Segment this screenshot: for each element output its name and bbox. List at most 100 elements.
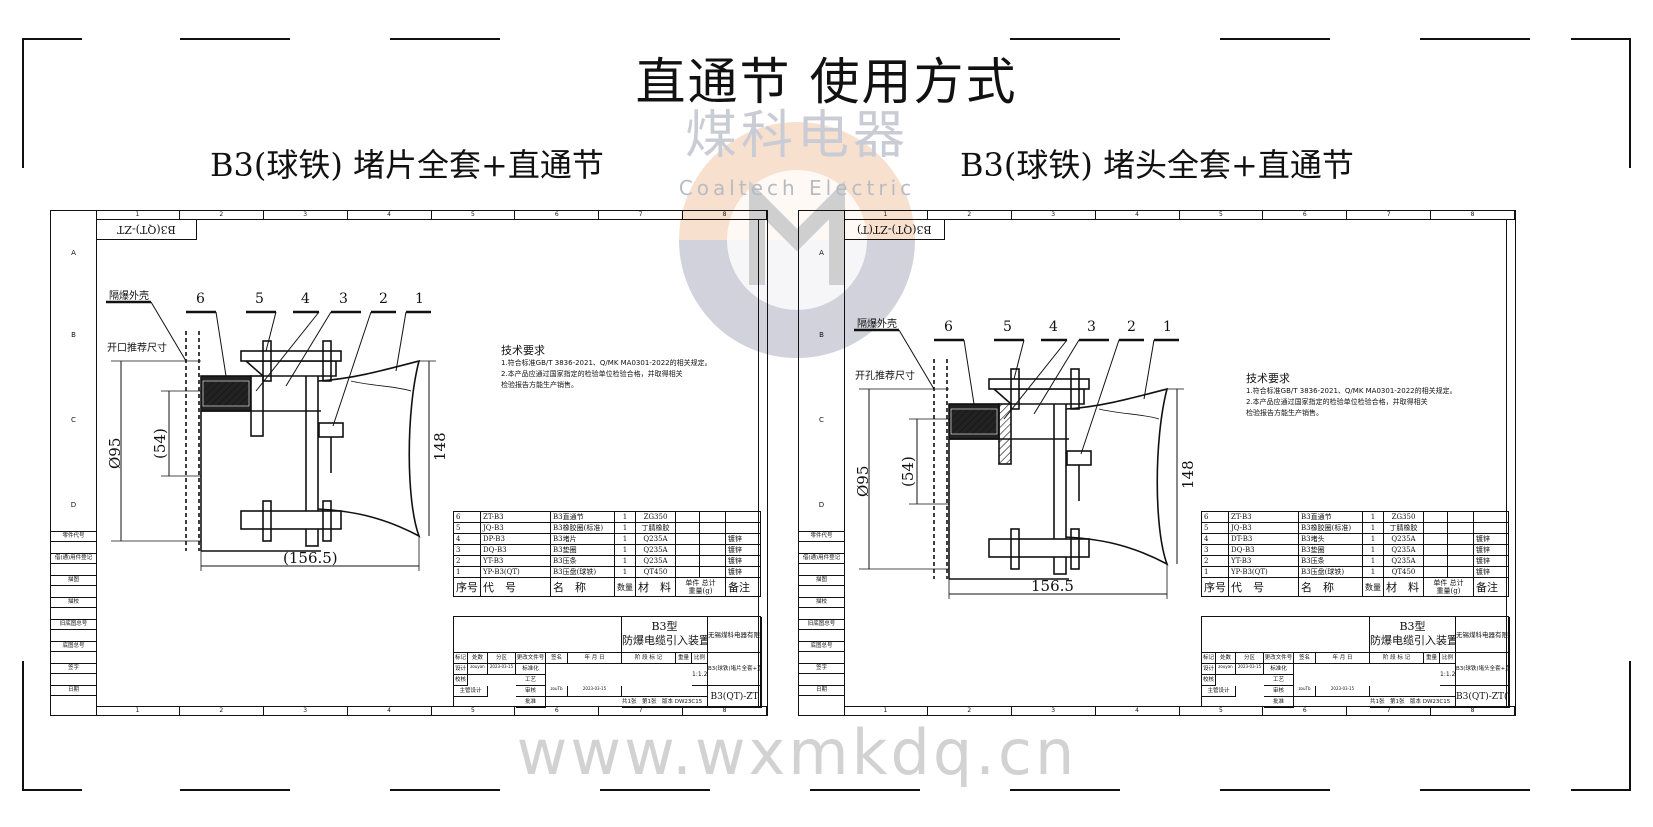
header-note: 备注 [1473,577,1509,597]
tb-drawing-name: B3(球铁)堵头全套+直通节 [1456,653,1510,686]
bom-material: ZG350 [635,511,676,523]
ruler-number: 6 [1263,707,1348,715]
tb-standard: 标准化 [1264,664,1294,675]
tb-company: 无锡煤科电器有限公司 [1456,617,1510,653]
corner-mark [22,38,24,168]
header-name: 名 称 [550,577,615,597]
header-code: 代 号 [480,577,551,597]
tech-line: 检验报告方能生产销售。 [1246,409,1323,417]
tb-doc-no: 更改文件号 [516,653,546,664]
header-material: 材 料 [1383,577,1424,597]
tb-manager: 主管设计 [1202,686,1236,697]
tb-zone: 分区 [488,653,516,664]
balloon-5: 5 [1003,319,1012,335]
tb-approve: 批准 [1264,697,1294,708]
tb-design-date: 2023-03-15 [1236,664,1264,675]
bom-material: 丁腈橡胶 [1383,522,1424,534]
tb-reviewer: zouTb [546,686,568,697]
tb-approve: 批准 [516,697,546,708]
bom-unit [675,544,700,556]
ruler-number: 1 [96,211,180,219]
bom-note: 镀锌 [725,544,761,556]
height-dimension: 148 [431,432,449,461]
bom-note: 镀锌 [725,533,761,545]
bom-code: JQ-B3 [480,522,551,534]
bom-qty: 1 [614,511,636,523]
bom-code: YP-B3(QT) [480,566,551,578]
part-section-drawing [854,328,1184,599]
corner-mark [1629,38,1631,168]
ruler-number: 1 [96,707,180,715]
tb-doc-no: 更改文件号 [1264,653,1294,664]
bom-qty: 1 [1362,566,1384,578]
register-label: 日期 [51,685,96,696]
tb-scale-label: 比例 [692,653,708,664]
tb-drawing-no: B3(QT)-ZT [708,686,762,708]
bom-no: 4 [1201,533,1229,545]
bom-no: 2 [453,555,481,567]
frame-dash [180,38,290,40]
tech-line: 1.符合标准GB/T 3836-2021、Q/MK MA0301-2022的相关… [501,359,712,367]
diameter-dimension: Ø95 [106,437,124,469]
bom-total [1447,522,1474,534]
balloon-6: 6 [944,319,953,335]
bom-unit [675,566,700,578]
header-total: 总计 [701,579,716,587]
ruler-number: 7 [1347,211,1432,219]
tb-design: 设计 [1202,664,1216,675]
technical-requirements: 技术要求 1.符合标准GB/T 3836-2021、Q/MK MA0301-20… [1246,371,1457,419]
bom-unit [675,522,700,534]
bom-material: 丁腈橡胶 [635,522,676,534]
tb-date: 年 月 日 [1316,653,1370,664]
ruler-number: 4 [348,707,432,715]
bom-code: YT-B3 [1228,555,1299,567]
register-label: 签字 [51,663,96,674]
header-total: 总计 [1449,579,1464,587]
tech-line: 2.本产品应通过国家指定的检验单位检验合格，并取得相关 [1246,398,1428,406]
revision-grid [1202,617,1370,653]
bom-note [1473,511,1509,523]
bom-code: ZT-B3 [480,511,551,523]
ruler-number: 2 [180,707,264,715]
bom-no: 6 [453,511,481,523]
tb-product-name: 防爆电缆引入装置 [1370,634,1456,647]
bom-unit [675,555,700,567]
corner-mark [1629,661,1631,791]
tb-product-name: 防爆电缆引入装置 [622,634,708,647]
bom-qty: 1 [1362,555,1384,567]
bom-note [725,522,761,534]
ruler-number: 1 [844,707,928,715]
bom-note: 镀锌 [725,566,761,578]
tb-date: 年 月 日 [568,653,622,664]
balloon-5: 5 [255,291,264,307]
tb-stage: 阶 段 标 记 [622,653,676,664]
frame-dash [1010,789,1120,791]
row-letter: A [819,249,824,257]
ruler-number: 2 [180,211,264,219]
balloon-3: 3 [1087,319,1096,335]
frame-dash [1220,789,1330,791]
frame-dash [810,789,920,791]
bom-name: B3垫圈 [550,544,615,556]
tb-product: B3型防爆电缆引入装置 [1370,617,1456,653]
header-code: 代 号 [1228,577,1299,597]
tb-process: 工艺 [1264,675,1294,686]
opening-size-label: 开孔推荐尺寸 [855,371,915,382]
register-label: 描图 [51,575,96,586]
bom-name: B3压盘(球铁) [1298,566,1363,578]
tech-line: 检验报告方能生产销售。 [501,381,578,389]
inner-frame-line [758,219,759,707]
bom-name: B3橡胶圈(标准) [1298,522,1363,534]
bom-unit [1423,566,1448,578]
ruler-number: 8 [683,211,767,219]
left-margin-column: A B C D 零件代号 借(通)用件登记 描图 描校 旧底图总号 底图总号 签… [799,211,845,715]
bom-code: YT-B3 [480,555,551,567]
balloon-2: 2 [1127,319,1136,335]
tb-count: 处数 [1216,653,1236,664]
tb-design: 设计 [454,664,468,675]
header-weight-unit: 重量(g) [1436,587,1461,595]
frame-dash [390,38,500,40]
